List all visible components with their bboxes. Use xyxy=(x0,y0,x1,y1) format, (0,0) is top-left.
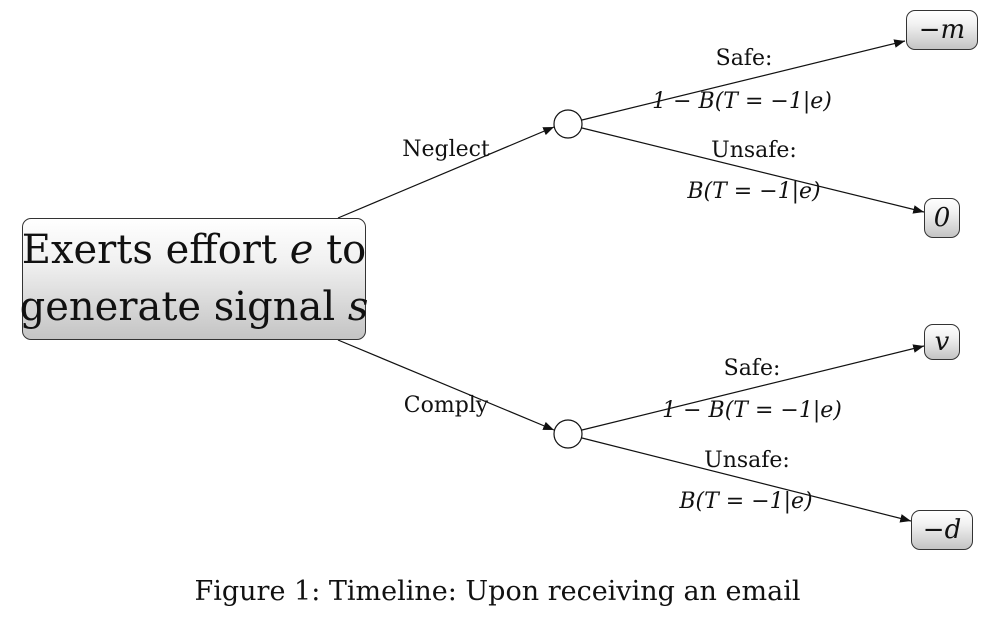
label-neglect: Neglect xyxy=(402,137,490,162)
root-line-1: Exerts effort e to xyxy=(22,222,367,279)
label-upper-safe: Safe: xyxy=(715,46,773,71)
figure-caption: Figure 1: Timeline: Upon receiving an em… xyxy=(194,576,801,607)
outcome-upper-safe: −m xyxy=(906,10,978,50)
edge-lower-unsafe xyxy=(581,437,912,523)
root-var-s: s xyxy=(347,284,369,330)
outcome-lower-unsafe: −d xyxy=(911,510,973,550)
label-upper-unsafe: Unsafe: xyxy=(711,138,797,163)
edge-lower-safe xyxy=(581,344,925,431)
edge-upper-safe xyxy=(581,39,906,121)
outcome-upper-unsafe-text: 0 xyxy=(933,203,951,233)
outcome-upper-unsafe: 0 xyxy=(924,198,960,238)
label-lower-unsafe-prob: B(T = −1|e) xyxy=(679,489,813,514)
label-comply: Comply xyxy=(403,393,489,418)
label-lower-safe-prob: 1 − B(T = −1|e) xyxy=(662,398,842,423)
label-lower-safe: Safe: xyxy=(723,356,781,381)
root-node-box: Exerts effort e to generate signal s xyxy=(20,218,369,340)
edge-neglect xyxy=(337,126,555,219)
chance-node-upper xyxy=(553,109,583,139)
outcome-upper-safe-text: −m xyxy=(918,15,966,45)
root-line-2-text: generate signal xyxy=(19,284,336,330)
edge-upper-unsafe xyxy=(581,127,925,214)
label-upper-unsafe-prob: B(T = −1|e) xyxy=(687,179,821,204)
outcome-lower-safe-text: v xyxy=(934,327,950,357)
outcome-lower-unsafe-text: −d xyxy=(922,515,962,545)
root-line-1-text: Exerts effort xyxy=(21,227,277,273)
root-var-e: e xyxy=(289,227,314,273)
chance-node-lower xyxy=(553,419,583,449)
label-lower-unsafe: Unsafe: xyxy=(704,448,790,473)
edge-comply xyxy=(337,339,555,431)
root-line-1-tail: to xyxy=(326,227,367,273)
root-line-2: generate signal s xyxy=(20,279,369,336)
label-upper-safe-prob: 1 − B(T = −1|e) xyxy=(652,89,832,114)
outcome-lower-safe: v xyxy=(924,324,960,360)
